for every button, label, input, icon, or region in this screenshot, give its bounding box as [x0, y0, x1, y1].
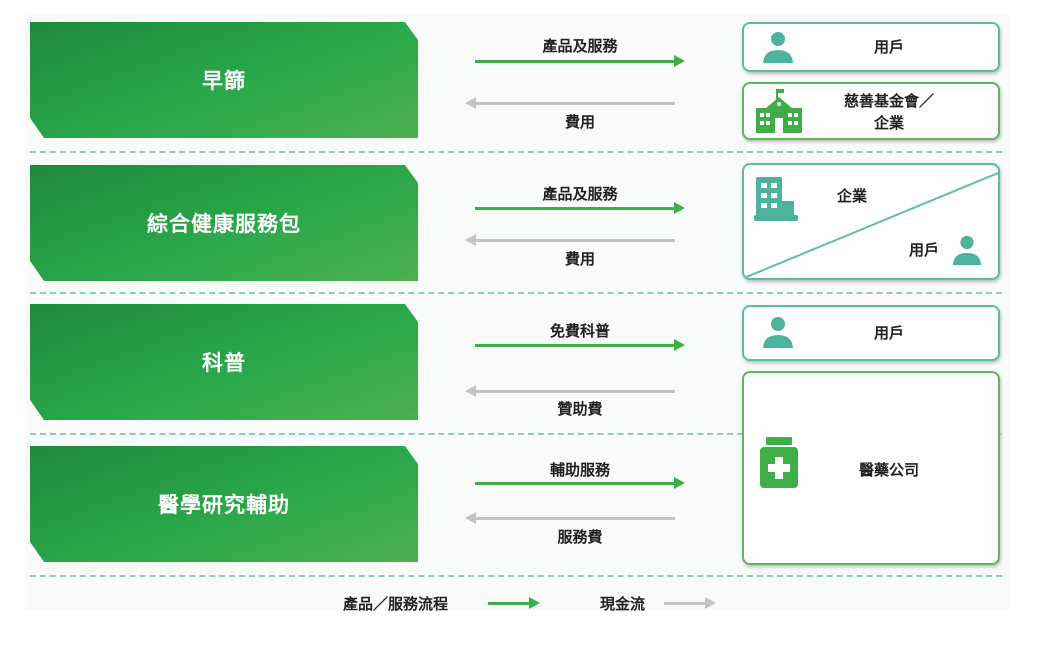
flow-label: 輔助服務: [549, 461, 610, 479]
customer-label: 慈善基金會／: [843, 92, 934, 110]
user-icon: [763, 32, 793, 63]
divider: [30, 151, 1002, 153]
cash-flow-arrow: [465, 234, 675, 246]
customer-pharma: 醫藥公司: [742, 371, 1000, 565]
customer-label: 企業: [873, 114, 904, 132]
office-building-icon: [754, 177, 798, 221]
divider: [30, 575, 1002, 577]
cash-label: 費用: [564, 113, 595, 131]
customer-label: 用戶: [908, 241, 939, 259]
legend-flow-arrow: [488, 597, 540, 609]
segment-science: 科普: [30, 304, 418, 420]
cash-label: 服務費: [557, 528, 603, 546]
user-icon: [763, 317, 793, 348]
product-flow-arrow: [475, 339, 685, 351]
school-building-icon: [756, 89, 802, 133]
cash-label: 贊助費: [557, 400, 603, 418]
segment-research: 醫學研究輔助: [30, 446, 418, 562]
cash-flow-arrow: [465, 97, 675, 109]
flow-label: 產品及服務: [542, 185, 618, 203]
flow-label: 產品及服務: [542, 37, 618, 55]
product-flow-arrow: [475, 55, 685, 67]
flow-label: 免費科普: [549, 322, 610, 340]
customer-label: 企業: [836, 187, 867, 205]
divider: [30, 292, 1002, 294]
segment-screening: 早篩: [30, 22, 418, 138]
customer-label: 用戶: [873, 324, 904, 342]
divider: [30, 433, 1002, 435]
product-flow-arrow: [475, 477, 685, 489]
segment-health-package: 綜合健康服務包: [30, 165, 418, 281]
legend-cash-arrow: [664, 597, 716, 609]
product-flow-arrow: [475, 202, 685, 214]
customer-enterprise-user: 企業 用戶: [742, 163, 1000, 280]
legend-flow-label: 產品／服務流程: [343, 595, 449, 613]
legend-cash-label: 現金流: [600, 595, 646, 613]
customer-user: 用戶: [742, 305, 1000, 361]
cash-flow-arrow: [465, 512, 675, 524]
customer-label: 醫藥公司: [858, 461, 919, 479]
customer-user: 用戶: [742, 22, 1000, 72]
cash-label: 費用: [564, 250, 595, 268]
customer-charity: 慈善基金會／ 企業: [742, 82, 1000, 140]
diagonal-divider: [744, 172, 998, 278]
user-icon: [952, 235, 982, 266]
cash-flow-arrow: [465, 385, 675, 397]
customer-label: 用戶: [873, 38, 904, 56]
medicine-bottle-icon: [760, 437, 798, 488]
